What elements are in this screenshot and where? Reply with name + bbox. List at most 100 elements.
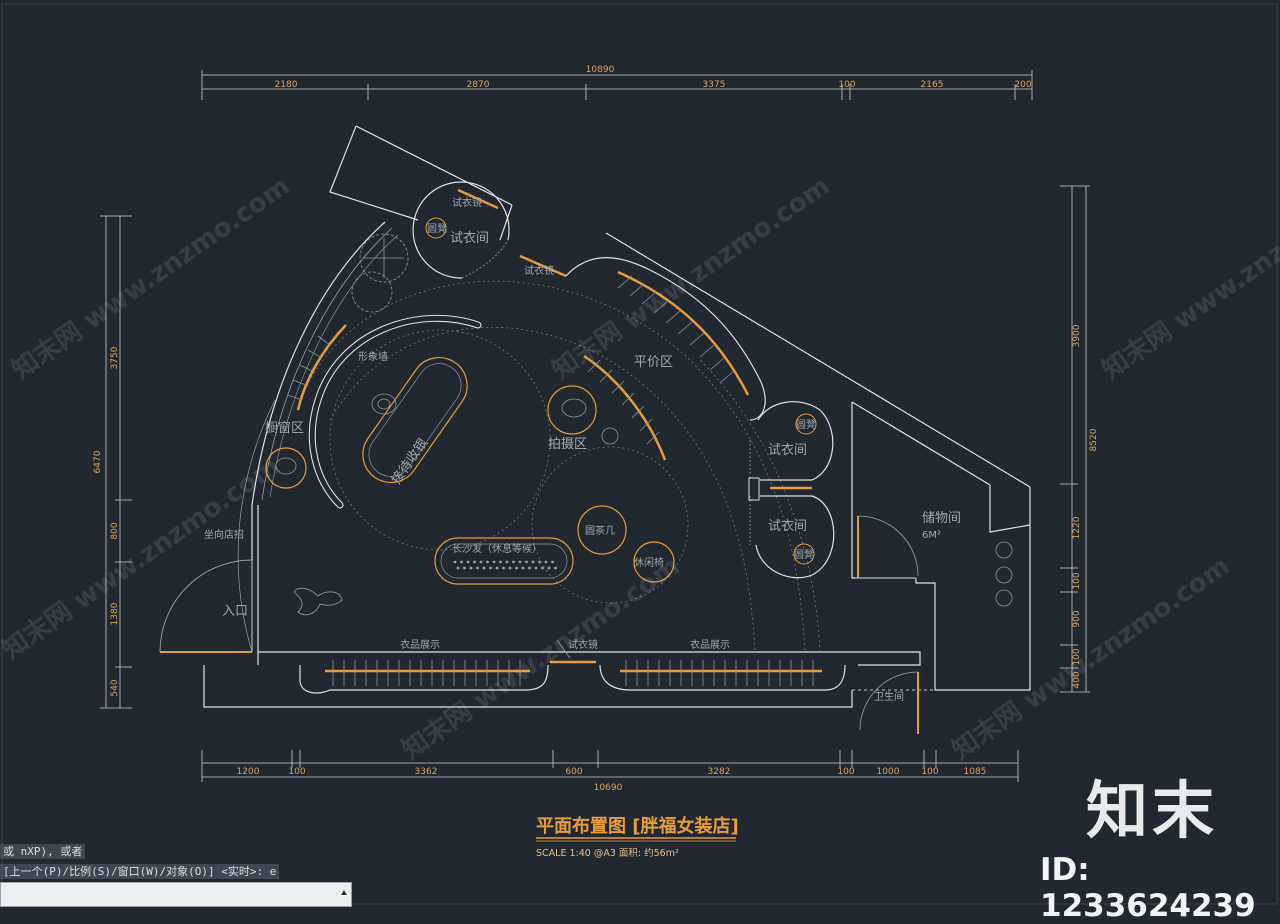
sofa-dot [551,560,554,564]
sofa-dot [469,566,473,570]
caret-up-icon[interactable] [341,890,347,895]
dim-bottom-total: 10690 [594,783,623,793]
sofa-dot [541,566,544,570]
label-tea-table: 圆茶几 [585,524,615,537]
sofa-dot [531,560,535,564]
dim-top-seg: 3375 [703,80,726,90]
label-clothes-display-1: 衣品展示 [400,638,440,651]
sofa-dot [473,560,476,564]
label-entrance: 入口 [222,604,248,619]
lounge-chair [633,541,675,583]
window-rack [296,324,347,411]
drawing-frame [1,3,1278,905]
storefront-curve [237,221,399,653]
sofa-dot [512,560,515,564]
watermark-layer: 知末网 www.znzmo.com 知末网 www.znzmo.com 知末网 … [0,171,1280,766]
dim-right-seg: 900 [1072,610,1082,627]
dim-right-total: 8520 [1089,428,1099,451]
exterior-walls [160,125,1031,708]
long-sofa [434,537,574,585]
dim-left-seg: 3750 [110,346,120,369]
sofa-dot [525,560,528,564]
label-mirror-2: 试衣镜 [524,264,554,277]
dim-right-seg: 1220 [1072,516,1082,539]
dim-bottom-seg: 3362 [415,767,438,777]
label-fitting-room-top: 试衣间 [450,230,489,246]
hanger-rack-middle [587,359,660,445]
command-line-panel: 或 nXP), 或者 [上一个(P)/比例(S)/窗口(W)/对象(O)] <实… [0,842,360,909]
dim-top-seg: 100 [838,80,855,90]
label-stool-1: 圆凳 [427,223,447,235]
sofa-dot [544,560,548,564]
dim-left-seg: 800 [110,522,120,539]
entrance-door-swing [159,559,253,653]
sofa-dot [538,560,541,564]
label-mirror-bottom: 试衣镜 [568,638,598,651]
watermark-text: 知末网 www.znzmo.com [547,171,836,386]
label-reception: 接待收银 [388,436,431,488]
sofa-dot [476,566,479,570]
storage-shelves [995,541,1013,607]
dim-top-seg: 2180 [275,80,298,90]
dim-bottom-seg: 600 [565,767,582,777]
dim-left-seg: 1380 [110,602,120,625]
plant-icon [351,233,409,313]
dim-top-seg: 2870 [467,80,490,90]
sofa-dot [479,560,483,564]
zhimo-logo: 知末 [1086,774,1219,847]
label-mirror-top: 试衣镜 [452,196,482,209]
display-round-table [265,447,307,489]
reception-counter [362,356,468,484]
label-fitting-room-r1: 试衣间 [768,442,807,458]
bottom-display-right [599,664,846,691]
dim-right-seg: 100 [1072,572,1082,589]
sofa-dot [528,566,531,570]
command-input[interactable] [0,882,352,907]
sofa-dot [489,566,492,570]
sofa-dot [518,560,522,564]
sofa-dot [495,566,499,570]
lounge-area-outline [531,446,689,604]
dim-right-seg: 3900 [1072,324,1082,347]
dim-left-seg: 540 [110,679,120,696]
sofa-dot [554,566,557,570]
sofa-dot [486,560,489,564]
label-lounge-chair: 休闲椅 [634,556,664,569]
drawing-title: 平面布置图 [胖福女装店] [536,815,739,837]
sofa-pattern [453,560,557,570]
drawing-subtitle: SCALE 1:40 @A3 面积: 约56m² [536,847,679,859]
fitting-room-right-2 [748,477,835,579]
fitting-room-top [412,181,510,279]
dimension-top [201,70,1033,100]
chair-icon [371,393,397,415]
sofa-dot [456,566,460,570]
dim-bottom-seg: 100 [837,767,854,777]
label-long-sofa: 长沙发（休息等候） [452,542,542,555]
dimension-left [100,215,132,709]
sofa-dot [508,566,512,570]
dim-top-total: 10890 [586,65,615,75]
toilet-door [859,671,919,734]
label-photo-zone: 拍摄区 [548,437,587,452]
window-hangers [287,335,331,401]
label-fitting-room-r2: 试衣间 [768,518,807,534]
watermark-text: 知末网 www.znzmo.com [947,551,1236,766]
command-history-line: [上一个(P)/比例(S)/窗口(W)/对象(O)] <实时>: e [0,864,280,879]
sofa-dot [499,560,502,564]
dim-bottom-seg: 1000 [877,767,900,777]
watermark-text: 知末网 www.znzmo.com [1097,171,1280,386]
label-image-wall: 形象墙 [358,350,388,363]
storage-door [857,515,919,578]
label-stool-r1: 圆凳 [796,419,816,431]
label-budget-zone: 平价区 [634,355,673,370]
sofa-dot [547,566,551,570]
photo-zone-table [547,385,619,445]
watermark-text: 知末网 www.znzmo.com [7,171,296,386]
sofa-dot [463,566,466,570]
command-history-line: 或 nXP), 或者 [0,844,86,859]
dim-bottom-seg: 3282 [708,767,731,777]
dim-top-seg: 200 [1014,80,1031,90]
watermark-text: 知末网 www.znzmo.com [0,451,285,666]
dim-bottom-seg: 100 [921,767,938,777]
